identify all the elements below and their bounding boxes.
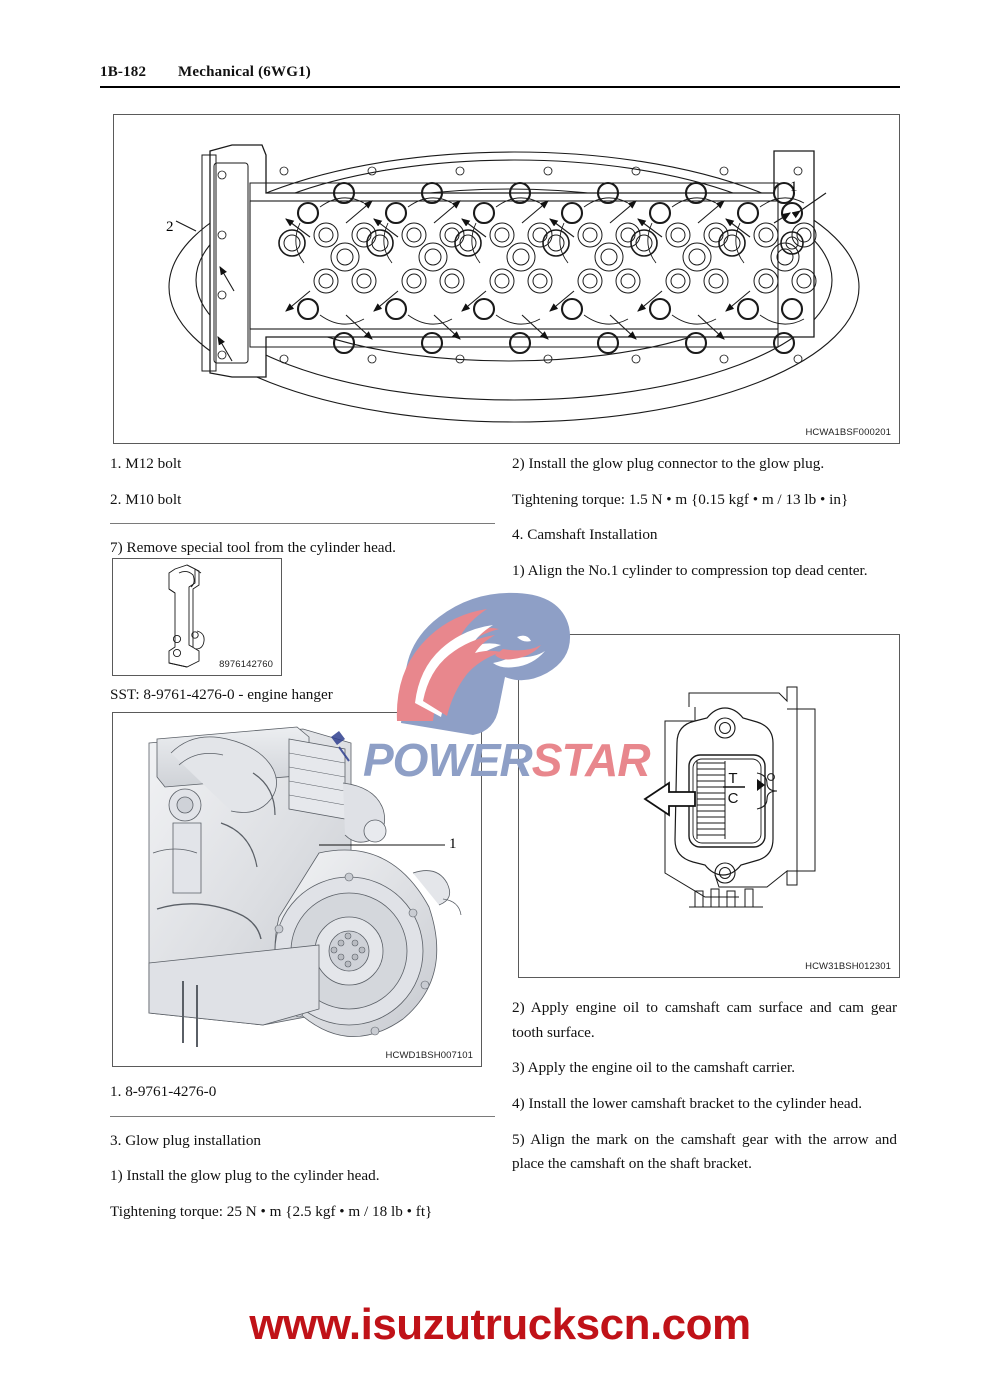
left-text-column-lower: 1. 8-9761-4276-0 3. Glow plug installati…: [110, 1080, 495, 1236]
engine-hanger-drawing: [168, 564, 205, 668]
step-install-glow-plug: 1) Install the glow plug to the cylinder…: [110, 1167, 380, 1185]
figure-cylinder-head-bolt-sequence: 1 2 HCWA1BSF000201: [113, 114, 900, 444]
left-text-column: 1. M12 bolt 2. M10 bolt 7) Remove specia…: [110, 452, 495, 572]
torque-glow-plug-connector: Tightening torque: 1.5 N • m {0.15 kgf •…: [512, 490, 849, 508]
callout-label-2: 2: [166, 219, 174, 235]
callout-label-1: 1: [790, 179, 798, 195]
step-7-remove-special-tool: 7) Remove special tool from the cylinder…: [110, 539, 396, 557]
cylinder-head-drawing: [168, 144, 860, 423]
figure-engine-assembly: 1 HCWD1BSH007101: [112, 712, 482, 1067]
step-apply-oil-cam-surface: 2) Apply engine oil to camshaft cam surf…: [512, 999, 897, 1041]
step-apply-oil-carrier: 3) Apply the engine oil to the camshaft …: [512, 1059, 795, 1077]
step-install-glow-plug-connector: 2) Install the glow plug connector to th…: [512, 455, 825, 472]
sst-caption: SST: 8-9761-4276-0 - engine hanger: [110, 686, 333, 703]
legend-m12-bolt: 1. M12 bolt: [110, 455, 182, 472]
figure-code-sst: 8976142760: [219, 659, 273, 670]
right-text-column-lower: 2) Apply engine oil to camshaft cam surf…: [512, 996, 897, 1188]
timing-window-drawing: T C: [643, 686, 816, 908]
torque-glow-plug: Tightening torque: 25 N • m {2.5 kgf • m…: [110, 1202, 433, 1220]
figure-code-engine: HCWD1BSH007101: [385, 1050, 473, 1061]
right-text-column-upper: 2) Install the glow plug connector to th…: [512, 452, 897, 595]
heading-camshaft-installation: 4. Camshaft Installation: [512, 526, 658, 544]
figure-sst-engine-hanger: 8976142760: [112, 558, 282, 676]
legend-m10-bolt: 2. M10 bolt: [110, 490, 182, 508]
tc-mark-group: T C: [723, 770, 745, 807]
step-align-no1-cylinder-tdc: 1) Align the No.1 cylinder to compressio…: [512, 561, 868, 579]
page-number: 1B-182: [100, 64, 147, 80]
tc-mark-top: T: [728, 770, 737, 787]
engine-assembly-drawing: [148, 726, 462, 1047]
figure-code-cylinder-head: HCWA1BSF000201: [805, 427, 891, 438]
footer-url-text[interactable]: www.isuzutruckscn.com: [247, 1298, 753, 1351]
header-divider: [100, 86, 900, 88]
direction-arrow-icon: [643, 781, 696, 817]
step-align-camshaft-gear-mark: 5) Align the mark on the camshaft gear w…: [512, 1130, 897, 1173]
heading-glow-plug-installation: 3. Glow plug installation: [110, 1131, 262, 1149]
section-divider-2: [110, 1115, 495, 1117]
figure-timing-inspection-window: T C HCW31BSH012301: [518, 634, 900, 978]
figure-code-timing: HCW31BSH012301: [805, 961, 891, 972]
section-divider-1: [110, 523, 495, 525]
sst-caption-wrap: SST: 8-9761-4276-0 - engine hanger: [110, 683, 495, 708]
engine-legend-1: 1. 8-9761-4276-0: [110, 1083, 217, 1100]
page-header: 1B-182 Mechanical (6WG1): [100, 64, 900, 88]
callout-label-engine-1: 1: [449, 836, 457, 852]
tc-mark-bottom: C: [728, 790, 739, 807]
footer-url[interactable]: www.isuzutruckscn.com: [0, 1298, 1000, 1351]
step-install-lower-bracket: 4) Install the lower camshaft bracket to…: [512, 1094, 863, 1112]
header-row: 1B-182 Mechanical (6WG1): [100, 64, 900, 85]
page-title: Mechanical (6WG1): [178, 64, 311, 80]
